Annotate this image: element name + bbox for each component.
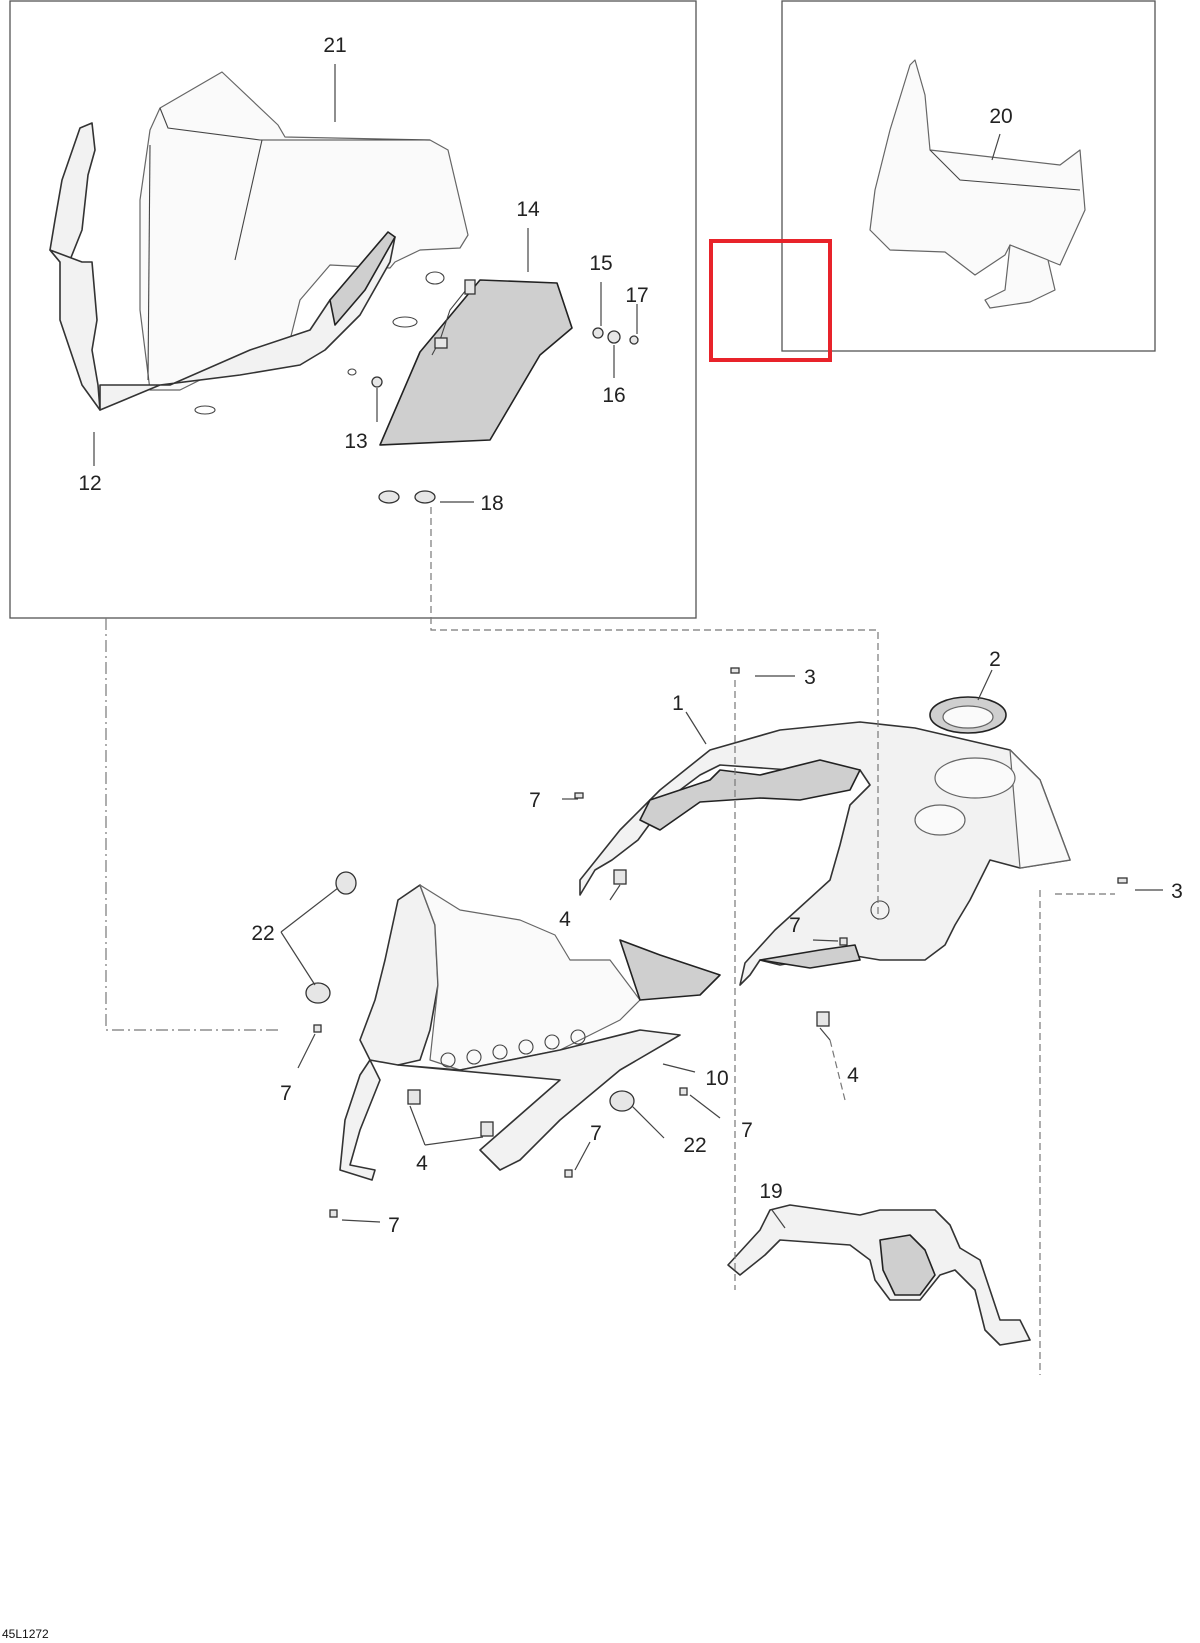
callout-1: 1	[672, 692, 684, 715]
screw-7a[interactable]	[574, 792, 584, 799]
clip-4d[interactable]	[480, 1121, 494, 1137]
panel-14[interactable]	[379, 279, 573, 446]
callout-2: 2	[989, 648, 1001, 671]
screw-7d[interactable]	[679, 1087, 688, 1096]
callout-4a: 4	[559, 908, 571, 931]
grommet-22b[interactable]	[305, 982, 331, 1004]
callout-7e: 7	[590, 1122, 602, 1145]
callout-14: 14	[516, 198, 540, 221]
windshield-21[interactable]	[139, 71, 469, 415]
clip-4a[interactable]	[613, 869, 627, 885]
bracket-19[interactable]	[727, 1204, 1031, 1346]
callout-7b: 7	[789, 914, 801, 937]
main-panel-1[interactable]	[579, 721, 1071, 986]
callout-3b: 3	[1171, 880, 1183, 903]
screw-7c[interactable]	[313, 1024, 322, 1033]
callout-21: 21	[323, 34, 346, 57]
callout-4b: 4	[847, 1064, 859, 1087]
washer-15[interactable]	[592, 327, 604, 339]
callout-15: 15	[589, 252, 612, 275]
screw-3a[interactable]	[730, 667, 740, 674]
highlight-box[interactable]	[709, 239, 832, 362]
alt-part-detail-frame	[781, 0, 1156, 352]
screw-7f[interactable]	[329, 1209, 338, 1218]
screw-7e[interactable]	[564, 1169, 573, 1178]
callout-17: 17	[625, 284, 648, 307]
callout-18: 18	[480, 492, 503, 515]
callout-12: 12	[78, 472, 101, 495]
alt-windshield-20[interactable]	[869, 59, 1086, 309]
callout-4c: 4	[416, 1152, 428, 1175]
callout-3a: 3	[804, 666, 816, 689]
callout-20: 20	[989, 105, 1012, 128]
callout-7c: 7	[280, 1082, 292, 1105]
callout-16: 16	[602, 384, 625, 407]
clip-4b[interactable]	[816, 1011, 830, 1027]
callout-7d: 7	[741, 1119, 753, 1142]
callout-13: 13	[344, 430, 367, 453]
callout-22a: 22	[251, 922, 274, 945]
grommet-22c[interactable]	[609, 1090, 635, 1112]
callout-22b: 22	[683, 1134, 706, 1157]
callout-19: 19	[759, 1180, 782, 1203]
lower-panel-10[interactable]	[339, 884, 721, 1181]
windshield-detail-frame	[9, 0, 697, 619]
screw-17[interactable]	[629, 335, 639, 345]
drawing-code: 45L1272	[2, 1627, 49, 1641]
deflector-12[interactable]	[49, 122, 396, 411]
grommet-22a[interactable]	[335, 871, 357, 895]
ring-2[interactable]	[929, 696, 1007, 734]
clip-4c[interactable]	[407, 1089, 421, 1105]
callout-7f: 7	[388, 1214, 400, 1237]
washer-16[interactable]	[607, 330, 621, 344]
callout-10: 10	[705, 1067, 728, 1090]
nut-13[interactable]	[371, 376, 383, 388]
screw-7b[interactable]	[839, 937, 848, 946]
grommet-18b[interactable]	[414, 490, 436, 504]
callout-7a: 7	[529, 789, 541, 812]
screw-3b[interactable]	[1117, 877, 1128, 884]
grommet-18a[interactable]	[378, 490, 400, 504]
